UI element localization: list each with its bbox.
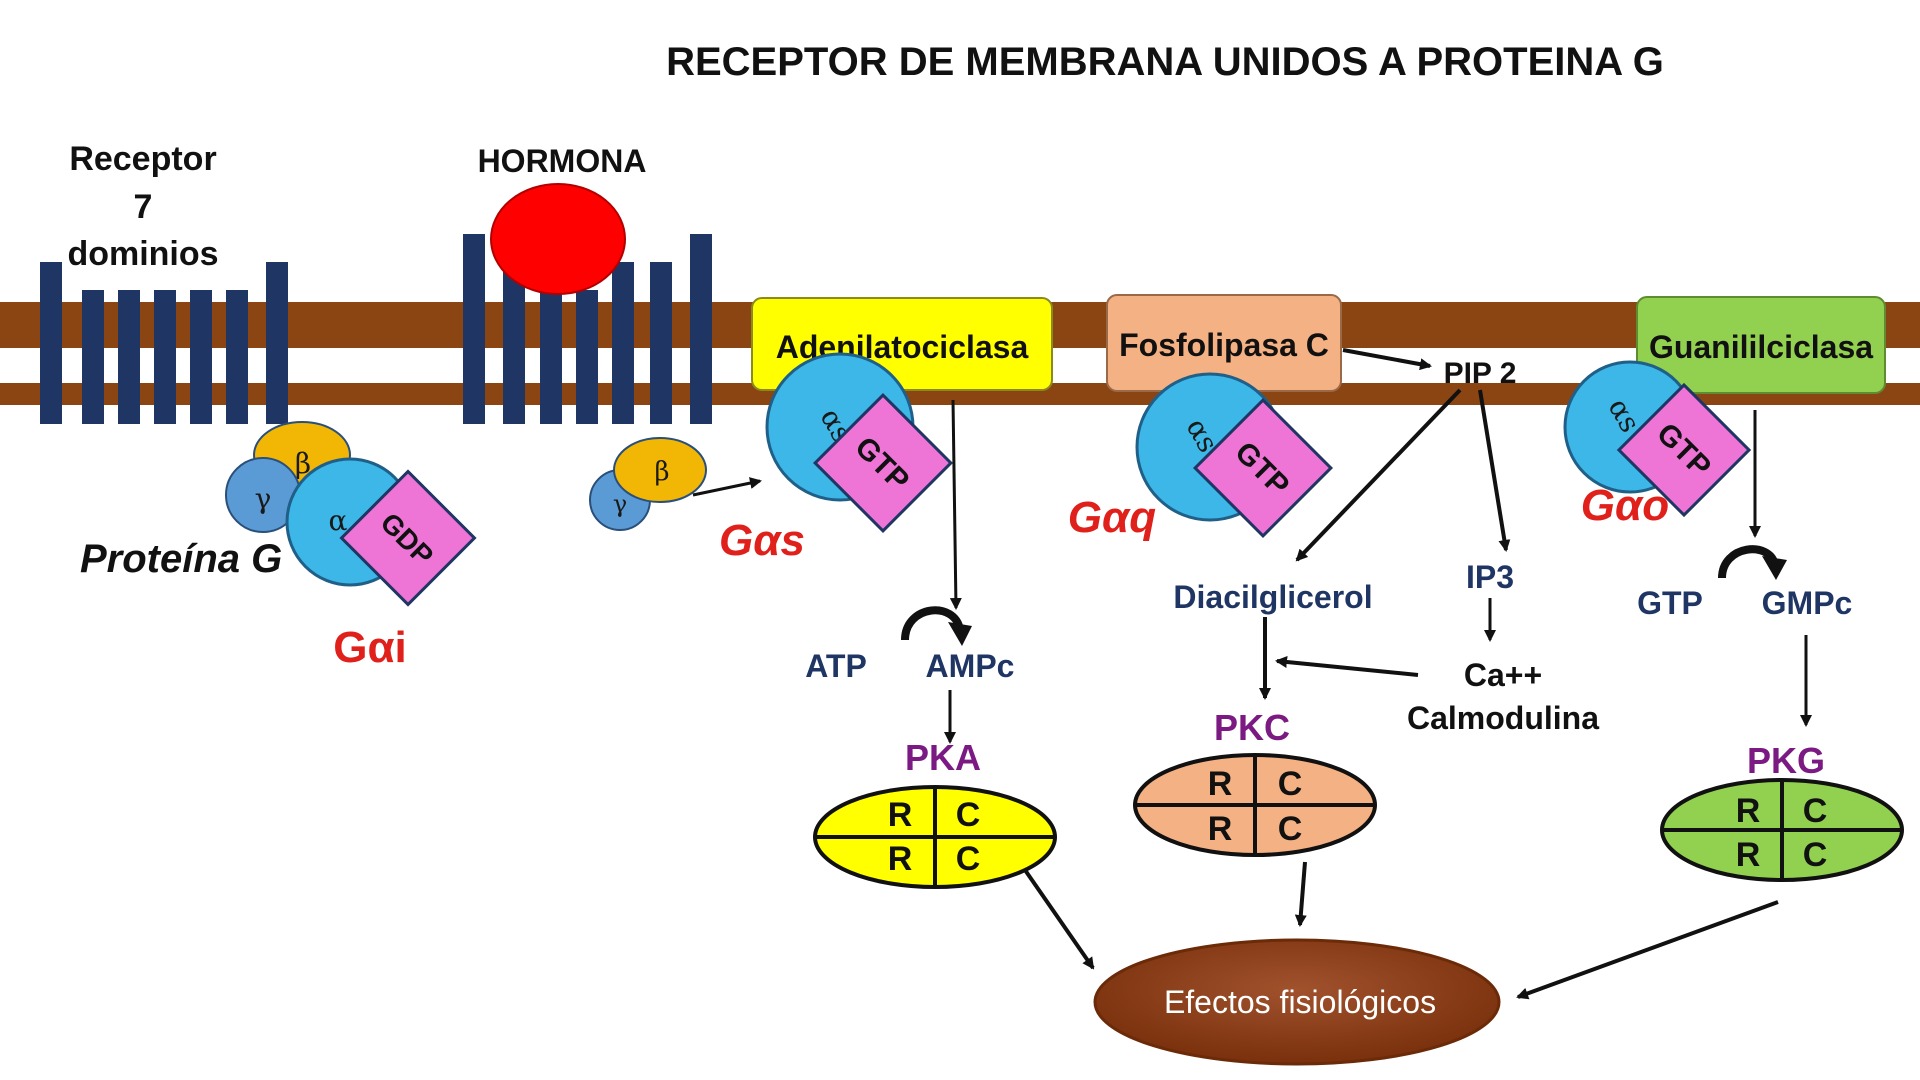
svg-text:C: C xyxy=(1803,836,1828,874)
protein-g-inactive: β γ α GDP xyxy=(225,421,477,607)
svg-text:C: C xyxy=(956,840,981,878)
hormone-label: HORMONA xyxy=(478,143,647,179)
calmodulina-label: Calmodulina xyxy=(1407,700,1599,736)
arrow-pip2-to-dag xyxy=(1295,388,1462,562)
svg-text:R: R xyxy=(888,840,913,878)
svg-text:R: R xyxy=(888,796,913,834)
svg-text:R: R xyxy=(1208,765,1233,803)
ca-label: Ca++ xyxy=(1464,657,1542,693)
receptor-hormone-bound xyxy=(463,234,712,424)
pip2-label: PIP 2 xyxy=(1444,357,1517,390)
atp-label: ATP xyxy=(805,648,867,684)
svg-text:C: C xyxy=(1803,792,1828,830)
svg-text:β: β xyxy=(654,457,669,487)
svg-text:β: β xyxy=(295,447,311,480)
arrow-ac-to-ampc xyxy=(949,399,962,610)
pkg-enzyme: R C R C xyxy=(1660,778,1904,882)
diacilglicerol-label: Diacilglicerol xyxy=(1173,579,1372,615)
gmpc-label: GMPc xyxy=(1762,585,1853,621)
svg-text:R: R xyxy=(1736,836,1761,874)
arrow-plc-to-pip2 xyxy=(1342,348,1432,371)
ip3-label: IP3 xyxy=(1466,559,1514,595)
svg-text:R: R xyxy=(1736,792,1761,830)
svg-text:C: C xyxy=(1278,810,1303,848)
protein-g-label: Proteína G xyxy=(80,537,282,581)
receptor-label: Receptor 7 dominios xyxy=(67,140,218,273)
fosfolipasa-label: Fosfolipasa C xyxy=(1119,327,1329,363)
curved-arrow-atp xyxy=(901,606,964,641)
pkg-label: PKG xyxy=(1747,740,1825,781)
g-alpha-o-complex: αs GTP xyxy=(1563,360,1752,518)
gdp-box xyxy=(339,469,477,607)
svg-text:γ: γ xyxy=(613,490,627,518)
ampc-label: AMPc xyxy=(926,648,1015,684)
arrow-pkg-to-effects xyxy=(1516,900,1779,1000)
diagram-title: RECEPTOR DE MEMBRANA UNIDOS A PROTEINA G xyxy=(666,40,1664,84)
g-alpha-q-complex: αs GTP xyxy=(1135,372,1334,539)
efectos-fisiologicos xyxy=(1093,938,1501,1066)
g-alpha-i-label: Gαi xyxy=(333,623,407,672)
pkc-label: PKC xyxy=(1214,707,1290,748)
svg-text:α: α xyxy=(329,504,348,537)
efectos-label: Efectos fisiológicos xyxy=(1164,984,1436,1020)
arrow-pkc-to-effects xyxy=(1294,861,1307,927)
svg-text:C: C xyxy=(1278,765,1303,803)
pka-enzyme: R C R C xyxy=(813,785,1057,889)
arrow-pip2-to-ip3 xyxy=(1478,389,1511,552)
svg-text:7: 7 xyxy=(134,188,153,226)
svg-text:Receptor: Receptor xyxy=(69,140,216,178)
gtp-messenger-label: GTP xyxy=(1637,585,1703,621)
receptor-7-domains xyxy=(40,262,288,424)
g-alpha-s-label: Gαs xyxy=(719,516,805,565)
beta-gamma-free: γ β xyxy=(589,437,707,531)
guanililciclasa-box xyxy=(1636,296,1886,394)
arrow-bg-to-gas xyxy=(692,477,762,497)
guanililciclasa-label: Guanililciclasa xyxy=(1649,329,1873,365)
arrow-pka-to-effects xyxy=(1023,868,1095,970)
g-alpha-q-label: Gαq xyxy=(1068,493,1157,542)
g-alpha-o-label: Gαo xyxy=(1581,481,1669,530)
svg-text:dominios: dominios xyxy=(67,235,218,273)
pka-label: PKA xyxy=(905,737,981,778)
arrow-ca-to-pkc xyxy=(1275,656,1419,677)
svg-text:R: R xyxy=(1208,810,1233,848)
curved-arrow-gtp-head xyxy=(1762,556,1787,580)
curved-arrow-atp-head xyxy=(948,622,972,646)
svg-text:γ: γ xyxy=(255,482,272,515)
g-alpha-s-complex: αs GTP xyxy=(765,352,954,534)
hormone xyxy=(490,183,626,295)
svg-text:C: C xyxy=(956,796,981,834)
pkc-enzyme: R C R C xyxy=(1133,753,1377,857)
